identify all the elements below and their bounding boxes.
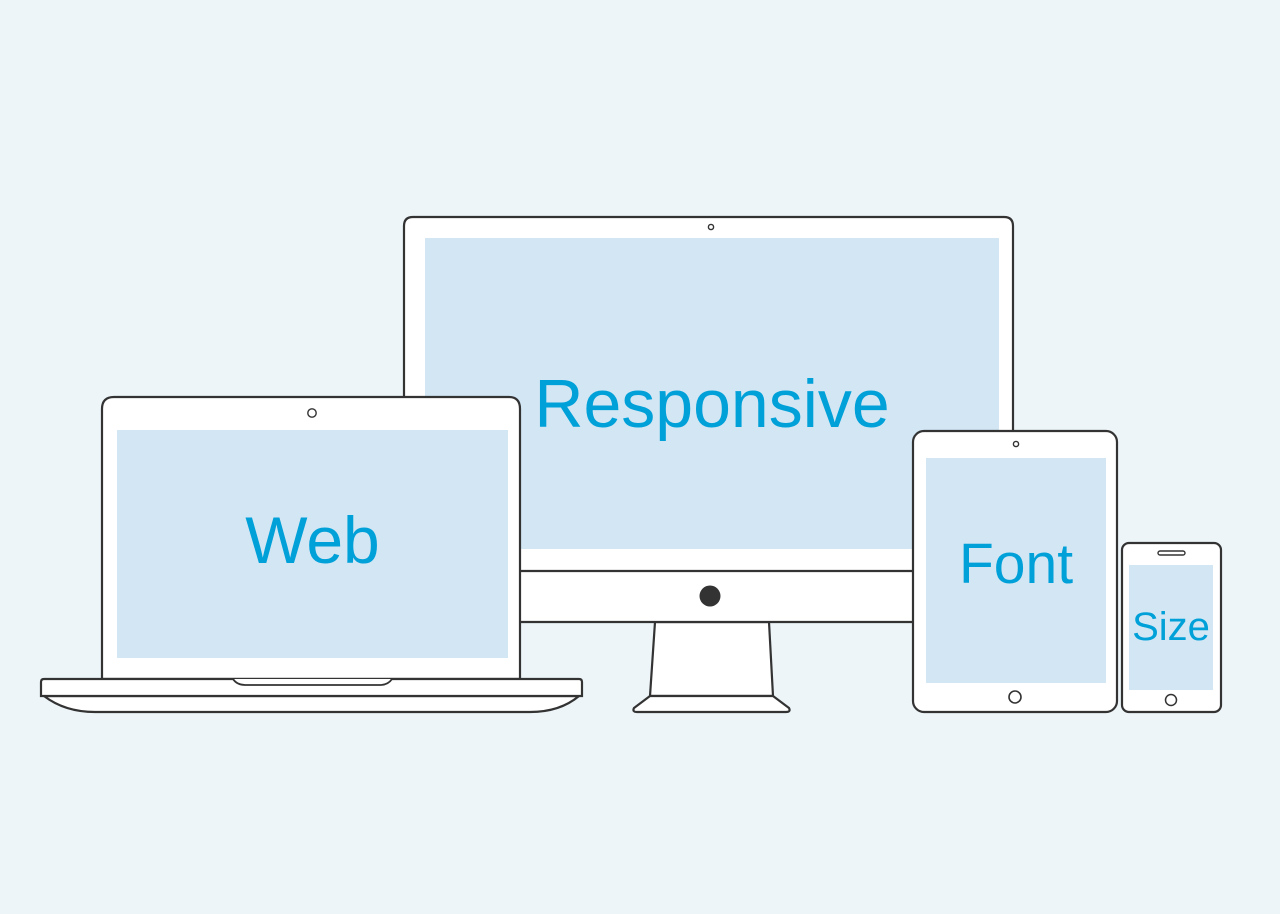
monitor-stand-base [632,694,791,714]
tablet-home-button-icon [1008,690,1022,704]
phone-screen [1129,565,1213,690]
laptop-camera-icon [307,408,317,418]
tablet-screen [926,458,1106,683]
tablet [911,429,1119,714]
phone-speaker-icon [1157,550,1186,556]
phone [1120,541,1223,714]
monitor-stand-neck [648,620,775,698]
laptop [39,395,584,714]
tablet-screen-text: Font [958,532,1074,596]
phone-screen-text: Size [1132,605,1210,649]
laptop-screen-text: Web [245,503,380,577]
laptop-hinge-notch [232,678,393,686]
laptop-screen [117,430,508,658]
monitor-screen-text: Responsive [534,366,890,442]
tablet-camera-icon [1012,440,1020,448]
monitor-camera-icon [707,223,715,231]
phone-home-button-icon [1164,693,1178,707]
monitor-logo-dot [699,585,721,607]
laptop-base-top [39,677,584,698]
laptop-base-bottom [42,694,581,714]
